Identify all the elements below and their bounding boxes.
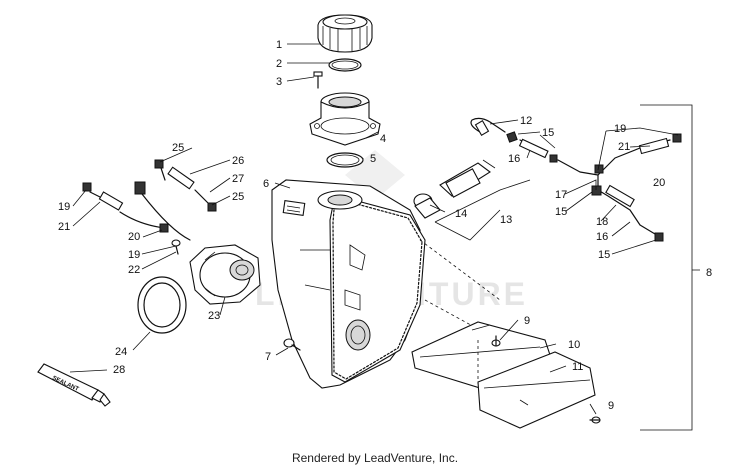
callout-c24: 24 bbox=[115, 346, 127, 358]
callout-c26: 26 bbox=[232, 155, 244, 167]
left-hose-group bbox=[82, 159, 217, 255]
callout-c10: 10 bbox=[568, 339, 580, 351]
callout-c15c: 15 bbox=[598, 249, 610, 261]
callout-c14: 14 bbox=[455, 208, 467, 220]
callout-c6: 6 bbox=[263, 178, 269, 190]
callout-c19b: 19 bbox=[58, 201, 70, 213]
callout-c28: 28 bbox=[113, 364, 125, 376]
callout-c9a: 9 bbox=[524, 315, 530, 327]
callout-c2: 2 bbox=[276, 58, 282, 70]
callout-c22: 22 bbox=[128, 264, 140, 276]
cover-plates bbox=[411, 239, 601, 429]
callout-c11: 11 bbox=[572, 361, 583, 373]
screw-7 bbox=[283, 338, 301, 351]
o-ring bbox=[328, 58, 362, 72]
callout-c25b: 25 bbox=[232, 191, 244, 203]
callout-c1: 1 bbox=[276, 39, 282, 51]
callout-c3: 3 bbox=[276, 76, 282, 88]
callout-c21b: 21 bbox=[58, 221, 70, 233]
callout-c19c: 19 bbox=[128, 249, 140, 261]
callout-c13: 13 bbox=[500, 214, 512, 226]
callout-c5: 5 bbox=[370, 153, 376, 165]
callout-c27: 27 bbox=[232, 173, 244, 185]
oil-pump bbox=[189, 244, 261, 305]
callout-c16a: 16 bbox=[508, 153, 520, 165]
fuel-cap bbox=[317, 14, 373, 53]
callout-c15a: 15 bbox=[542, 127, 554, 139]
callout-c17: 17 bbox=[555, 189, 567, 201]
filler-neck bbox=[309, 92, 381, 146]
callout-c18: 18 bbox=[596, 216, 608, 228]
seal-ring bbox=[137, 276, 187, 334]
leader-lines bbox=[69, 43, 679, 415]
callout-c16b: 16 bbox=[596, 231, 608, 243]
right-hose-group bbox=[413, 117, 682, 242]
screw bbox=[313, 71, 323, 89]
callout-c19a: 19 bbox=[614, 123, 626, 135]
callout-labels: 1234567899101112131415151516161718191919… bbox=[58, 39, 712, 412]
footer-credit: Rendered by LeadVenture, Inc. bbox=[291, 451, 459, 465]
callout-c15b: 15 bbox=[555, 206, 567, 218]
callout-c20a: 20 bbox=[653, 177, 665, 189]
callout-c9b: 9 bbox=[608, 400, 614, 412]
callout-c12: 12 bbox=[520, 115, 532, 127]
oil-tank bbox=[271, 179, 426, 389]
callout-c21a: 21 bbox=[618, 141, 630, 153]
callout-c8: 8 bbox=[706, 267, 712, 279]
callout-c7: 7 bbox=[265, 351, 271, 363]
callout-c20b: 20 bbox=[128, 231, 140, 243]
callout-c23: 23 bbox=[208, 310, 220, 322]
callout-c25a: 25 bbox=[172, 142, 184, 154]
callout-c4: 4 bbox=[380, 133, 386, 145]
